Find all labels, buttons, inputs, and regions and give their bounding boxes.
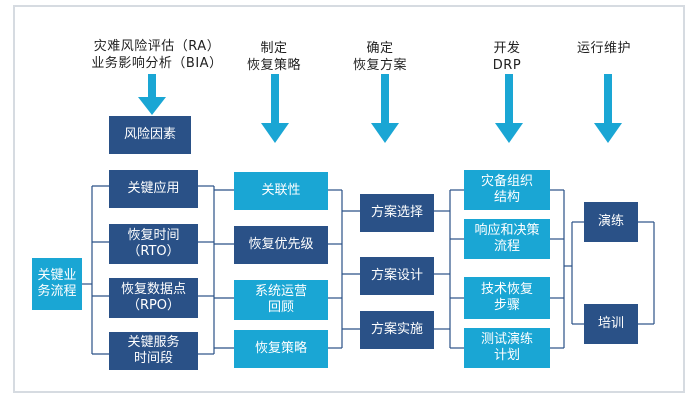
- connector-lines: [80, 185, 655, 355]
- down-arrow-icon: [371, 74, 399, 143]
- recovery-strategy-box: 恢复策略: [234, 330, 328, 368]
- dr-organization-box: 灾备组织 结构: [464, 170, 550, 210]
- system-operation-review-box: 系统运营 回顾: [234, 280, 328, 320]
- down-arrow-icon: [594, 74, 622, 143]
- phase-recovery-strategy: 制定 恢复策略: [246, 41, 301, 73]
- response-decision-box: 响应和决策 流程: [464, 219, 550, 259]
- plan-implementation-box: 方案实施: [360, 311, 434, 349]
- rpo-box: 恢复数据点 （RPO）: [109, 278, 198, 318]
- test-drill-plan-box: 测试演练 计划: [464, 328, 550, 368]
- phase-risk-assessment: 灾难风险评估（RA） 业务影响分析（BIA）: [91, 39, 223, 71]
- key-application-box: 关键应用: [109, 170, 198, 208]
- process-diagram: 灾难风险评估（RA） 业务影响分析（BIA） 制定 恢复策略 确定 恢复方案 开…: [2, 4, 672, 394]
- plan-design-box: 方案设计: [360, 257, 434, 295]
- technical-recovery-box: 技术恢复 步骤: [464, 277, 550, 319]
- down-arrow-icon: [261, 74, 289, 143]
- phase-develop-drp: 开发 DRP: [492, 41, 522, 73]
- plan-selection-box: 方案选择: [360, 194, 434, 232]
- rto-box: 恢复时间 （RTO）: [109, 224, 198, 264]
- down-arrow-icon: [495, 74, 523, 143]
- recovery-priority-box: 恢复优先级: [234, 226, 328, 264]
- risk-factor-box: 风险因素: [109, 116, 191, 154]
- drill-box: 演练: [584, 202, 638, 242]
- phase-recovery-plan: 确定 恢复方案: [352, 41, 407, 73]
- key-service-period-box: 关键服务 时间段: [109, 332, 198, 370]
- relevance-box: 关联性: [234, 172, 328, 210]
- down-arrow-icon: [138, 74, 166, 115]
- phase-operation-maintenance: 运行维护: [576, 41, 631, 56]
- key-business-process-box: 关键业 务流程: [32, 258, 82, 310]
- training-box: 培训: [584, 304, 638, 344]
